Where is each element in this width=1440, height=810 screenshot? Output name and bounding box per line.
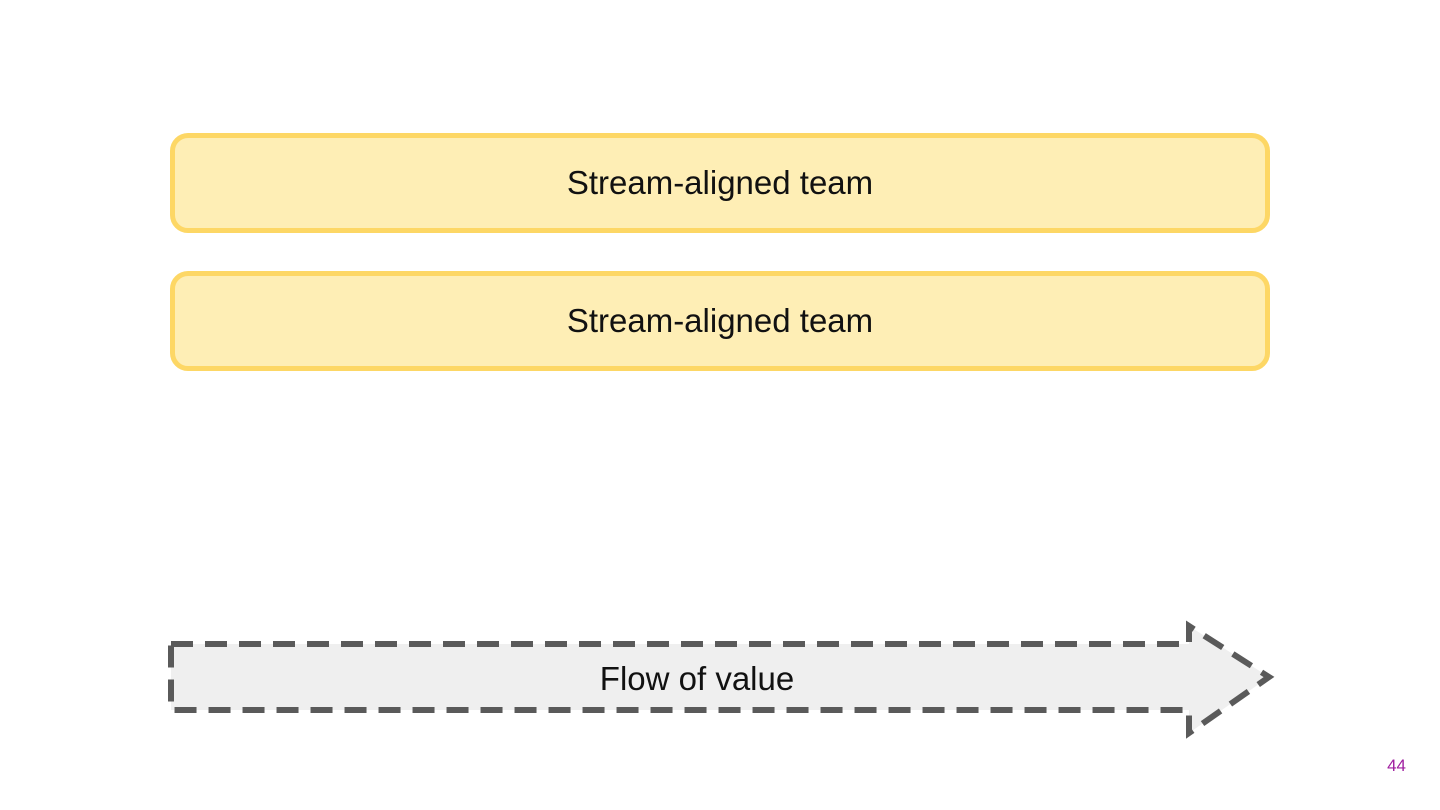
team-label: Stream-aligned team <box>566 302 874 339</box>
stream-aligned-team-box: Stream-aligned team <box>170 133 1270 233</box>
stream-aligned-team-box: Stream-aligned team <box>170 271 1270 371</box>
page-number: 44 <box>1387 756 1406 775</box>
flow-arrow-shape <box>168 620 1275 739</box>
team-label: Stream-aligned team <box>566 164 874 201</box>
flow-of-value-label: Flow of value <box>599 660 795 697</box>
